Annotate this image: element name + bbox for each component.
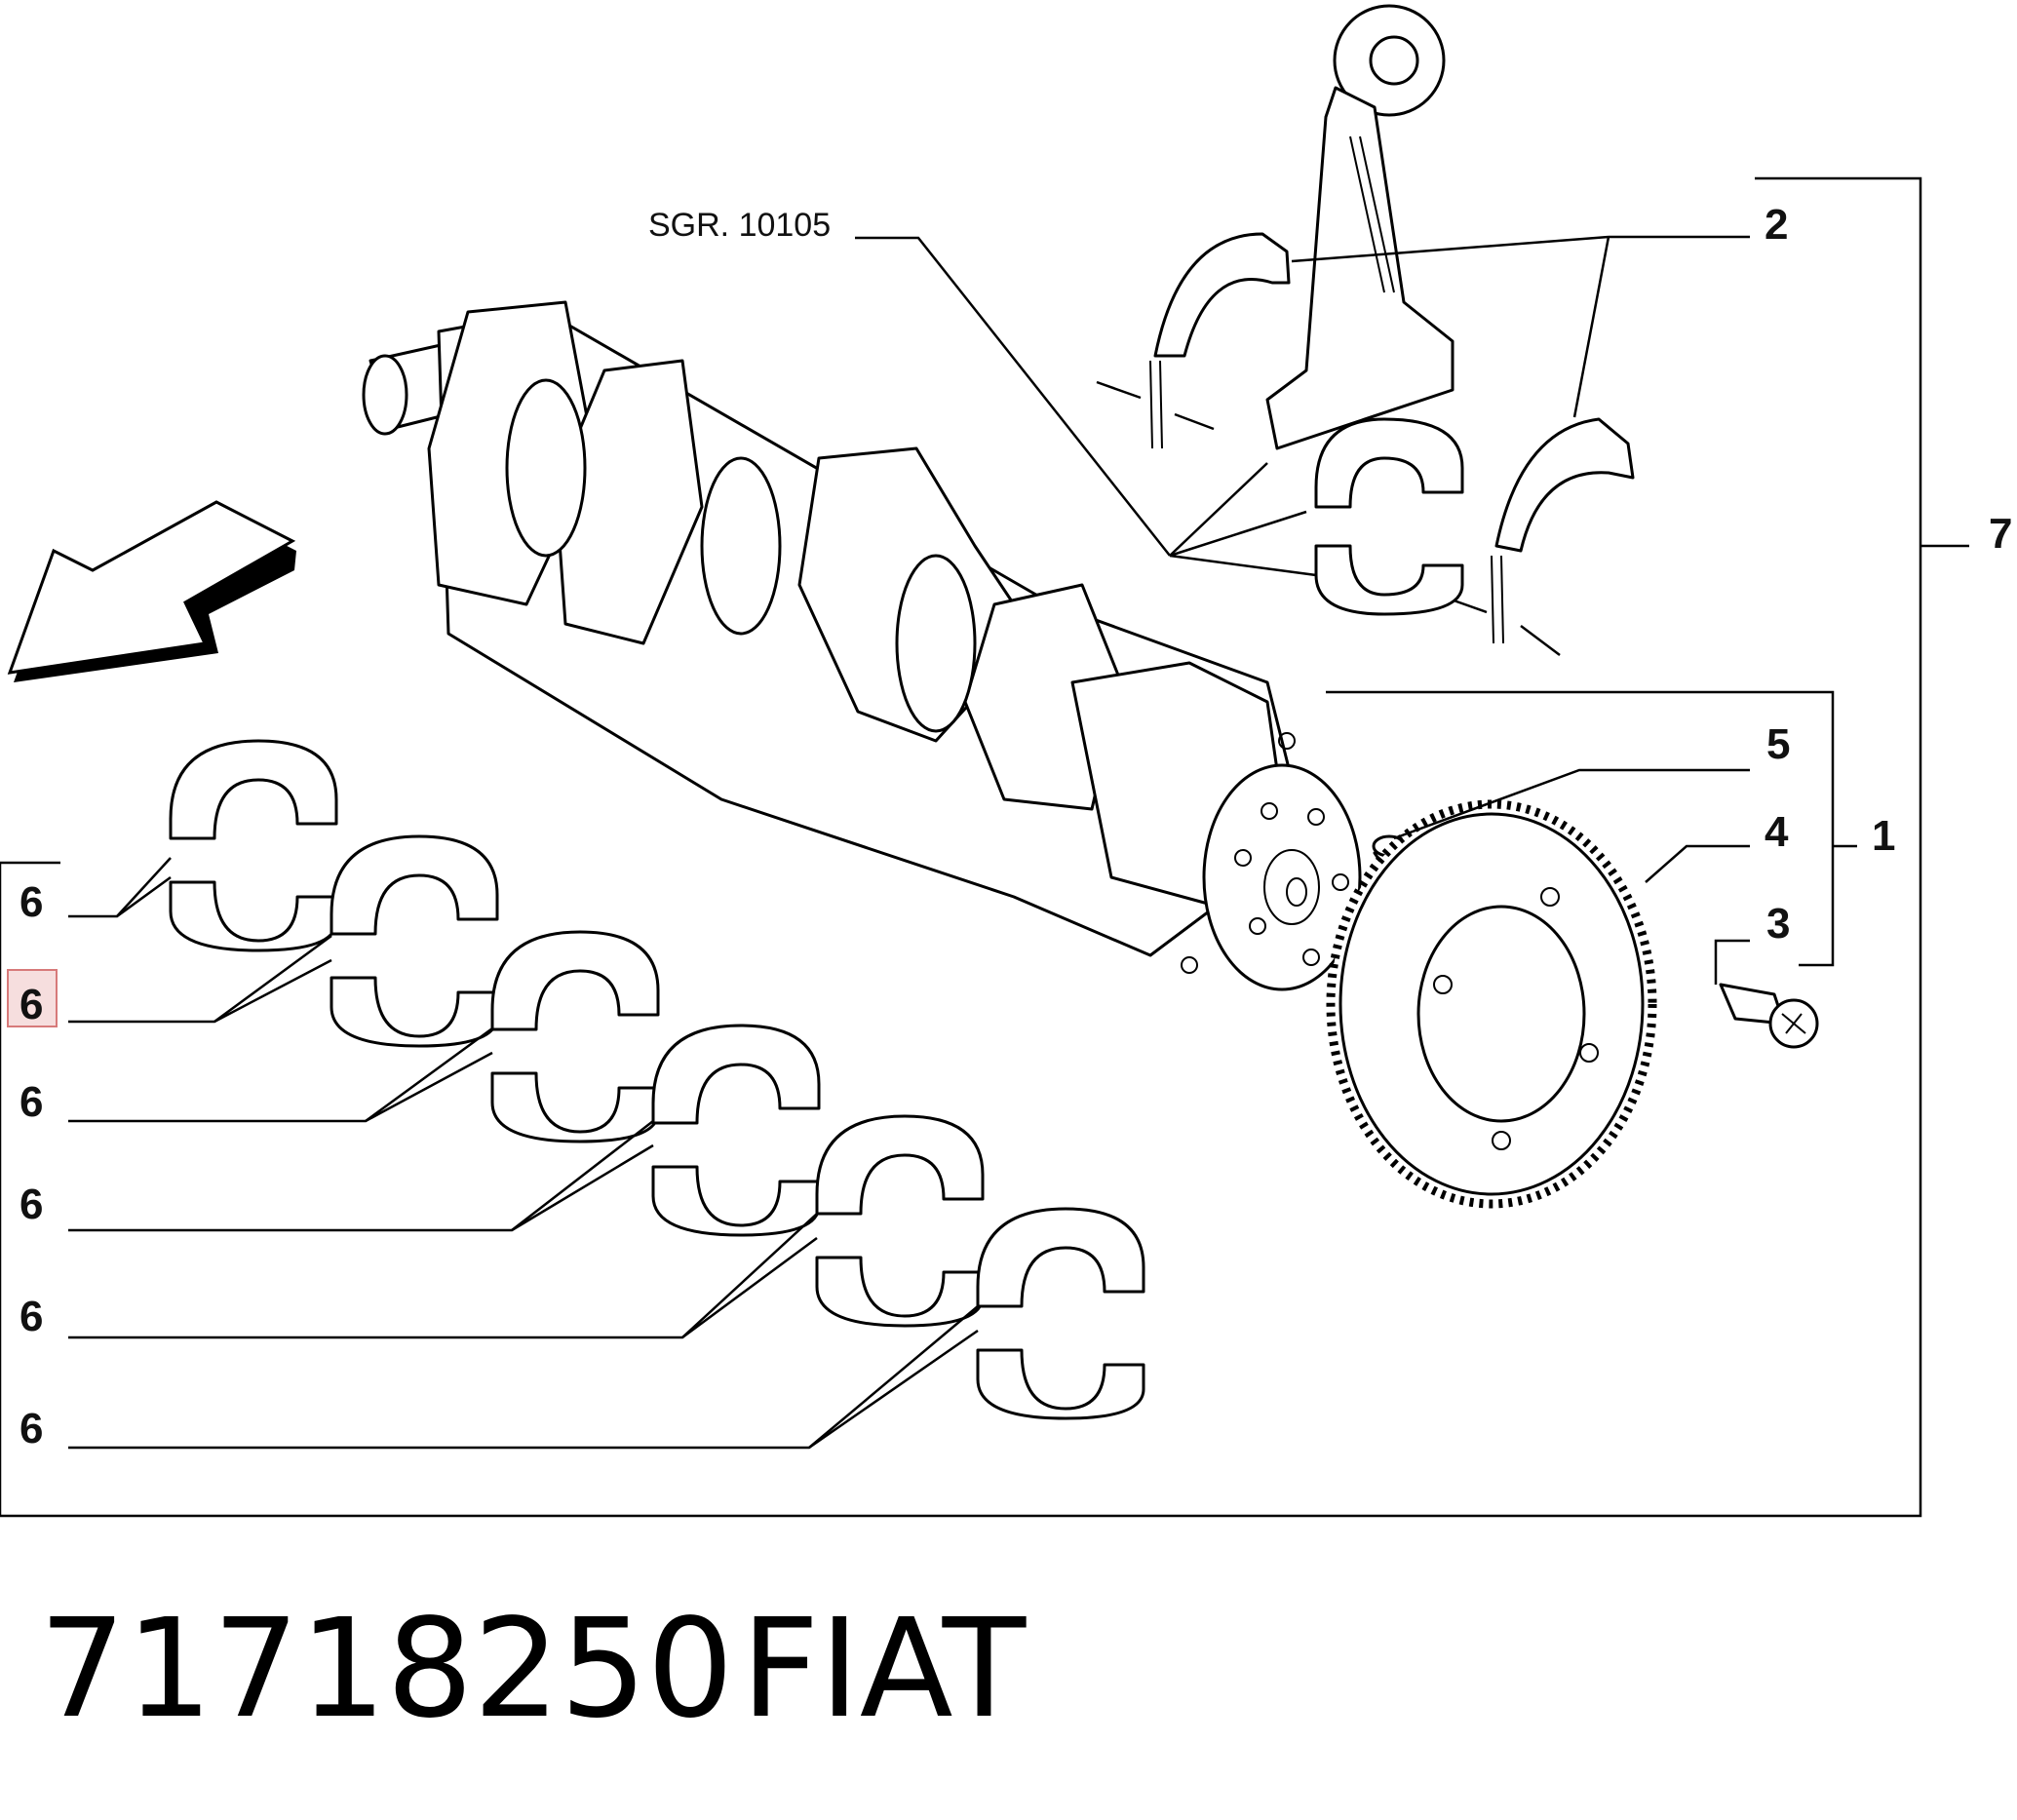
callout-6-d[interactable]: 6 — [19, 1181, 43, 1228]
callout-6-e[interactable]: 6 — [19, 1293, 43, 1340]
callout-2[interactable]: 2 — [1765, 201, 1788, 249]
direction-arrow — [7, 500, 296, 682]
rod-bearing-shells-illustration — [1314, 417, 1464, 616]
tone-wheel-illustration — [1326, 799, 1657, 1209]
callout-4[interactable]: 4 — [1765, 808, 1789, 856]
assembly-1-frame — [1326, 690, 1835, 967]
reference-label: SGR. 10105 — [648, 207, 831, 244]
callout-3[interactable]: 3 — [1766, 900, 1790, 948]
callout-6-c[interactable]: 6 — [19, 1078, 43, 1126]
screw-illustration — [1719, 983, 1819, 1049]
brand-name: FIAT — [741, 1590, 1027, 1749]
assembly-7-frame — [0, 176, 1922, 1518]
callout-1[interactable]: 1 — [1872, 812, 1895, 860]
main-bearing-shells-illustration — [169, 739, 1145, 1420]
crankshaft-illustration — [362, 300, 1362, 991]
callout-6-a[interactable]: 6 — [19, 878, 43, 926]
connecting-rod-illustration — [1265, 4, 1455, 450]
callout-6-b[interactable]: 6 — [19, 981, 43, 1028]
highlighted-callout-box — [7, 969, 58, 1027]
callout-7[interactable]: 7 — [1989, 510, 2012, 558]
callout-6-f[interactable]: 6 — [19, 1405, 43, 1452]
leader-lines — [68, 235, 1750, 1450]
callout-5[interactable]: 5 — [1766, 720, 1790, 768]
assembly-frames — [0, 176, 1969, 1518]
part-number: 71718250 — [39, 1590, 734, 1749]
